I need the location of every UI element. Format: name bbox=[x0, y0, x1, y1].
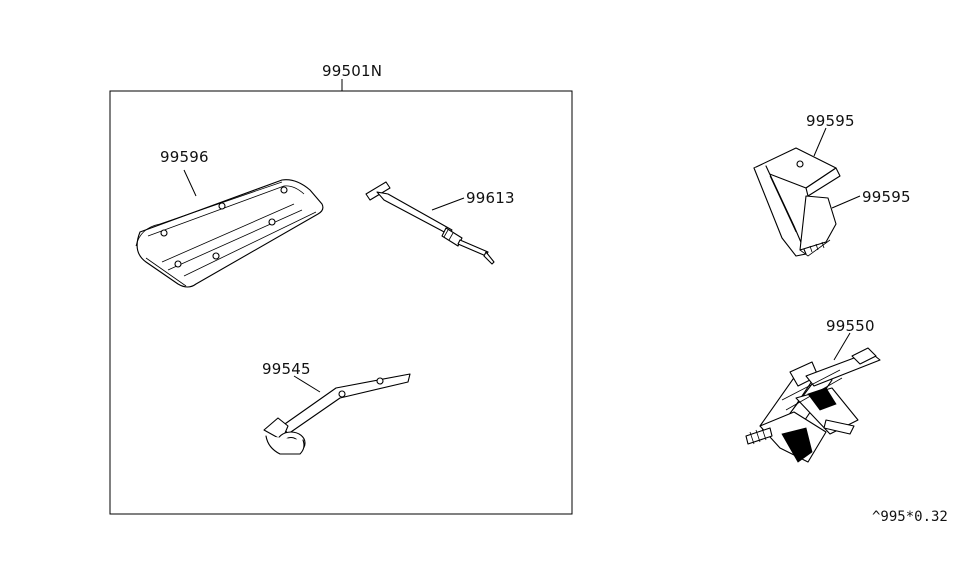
bracket-upper-part-number[interactable]: 99595 bbox=[806, 112, 855, 130]
tool-bag-drawing bbox=[135, 179, 324, 288]
bracket-upper-leader bbox=[813, 127, 827, 157]
wheel-wrench-part-number[interactable]: 99545 bbox=[262, 360, 311, 378]
jack-bracket-drawing bbox=[753, 147, 841, 257]
jack-leader bbox=[833, 332, 851, 361]
wheel-wrench-drawing bbox=[263, 373, 411, 455]
tool-bag-part-number[interactable]: 99596 bbox=[160, 148, 209, 166]
jack-handle-part-number[interactable]: 99613 bbox=[466, 189, 515, 207]
kit-box bbox=[109, 90, 573, 515]
jack-handle-leader bbox=[431, 197, 465, 211]
bracket-lower-leader bbox=[831, 195, 861, 209]
kit-part-number[interactable]: 99501N bbox=[322, 62, 382, 80]
tool-bag-leader bbox=[183, 169, 197, 197]
jack-handle-drawing bbox=[365, 181, 495, 265]
diagram-reference-code: ^995*0.32 bbox=[872, 509, 948, 525]
scissor-jack-drawing bbox=[745, 347, 881, 463]
bracket-lower-part-number[interactable]: 99595 bbox=[862, 188, 911, 206]
wheel-wrench-leader bbox=[293, 375, 321, 393]
jack-part-number[interactable]: 99550 bbox=[826, 317, 875, 335]
